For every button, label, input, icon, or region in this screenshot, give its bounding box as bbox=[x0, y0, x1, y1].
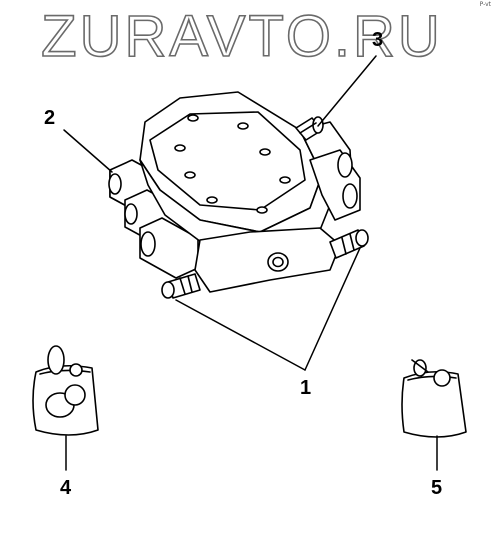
callout-2: 2 bbox=[44, 107, 56, 129]
leader-3 bbox=[317, 55, 377, 127]
right-section-blocks bbox=[299, 121, 361, 221]
corner-tag: P-vt bbox=[479, 1, 491, 8]
outlet-manifold bbox=[194, 227, 341, 293]
leader-lines bbox=[63, 55, 438, 471]
fitting-left-front bbox=[161, 273, 201, 299]
leader-1a bbox=[175, 299, 306, 371]
callout-1: 1 bbox=[300, 377, 312, 399]
leader-1b bbox=[304, 247, 361, 371]
leader-2 bbox=[63, 129, 113, 173]
valve-body bbox=[139, 91, 333, 256]
parts-bag-left bbox=[32, 345, 99, 436]
watermark: ZURAVTO.RU bbox=[40, 4, 443, 64]
watermark-text: ZURAVTO.RU bbox=[41, 4, 443, 64]
callout-3: 3 bbox=[372, 29, 384, 51]
parts-bag-right bbox=[401, 359, 467, 438]
fitting-right-front bbox=[329, 229, 369, 259]
callout-5: 5 bbox=[431, 477, 443, 499]
callout-4: 4 bbox=[60, 477, 72, 499]
